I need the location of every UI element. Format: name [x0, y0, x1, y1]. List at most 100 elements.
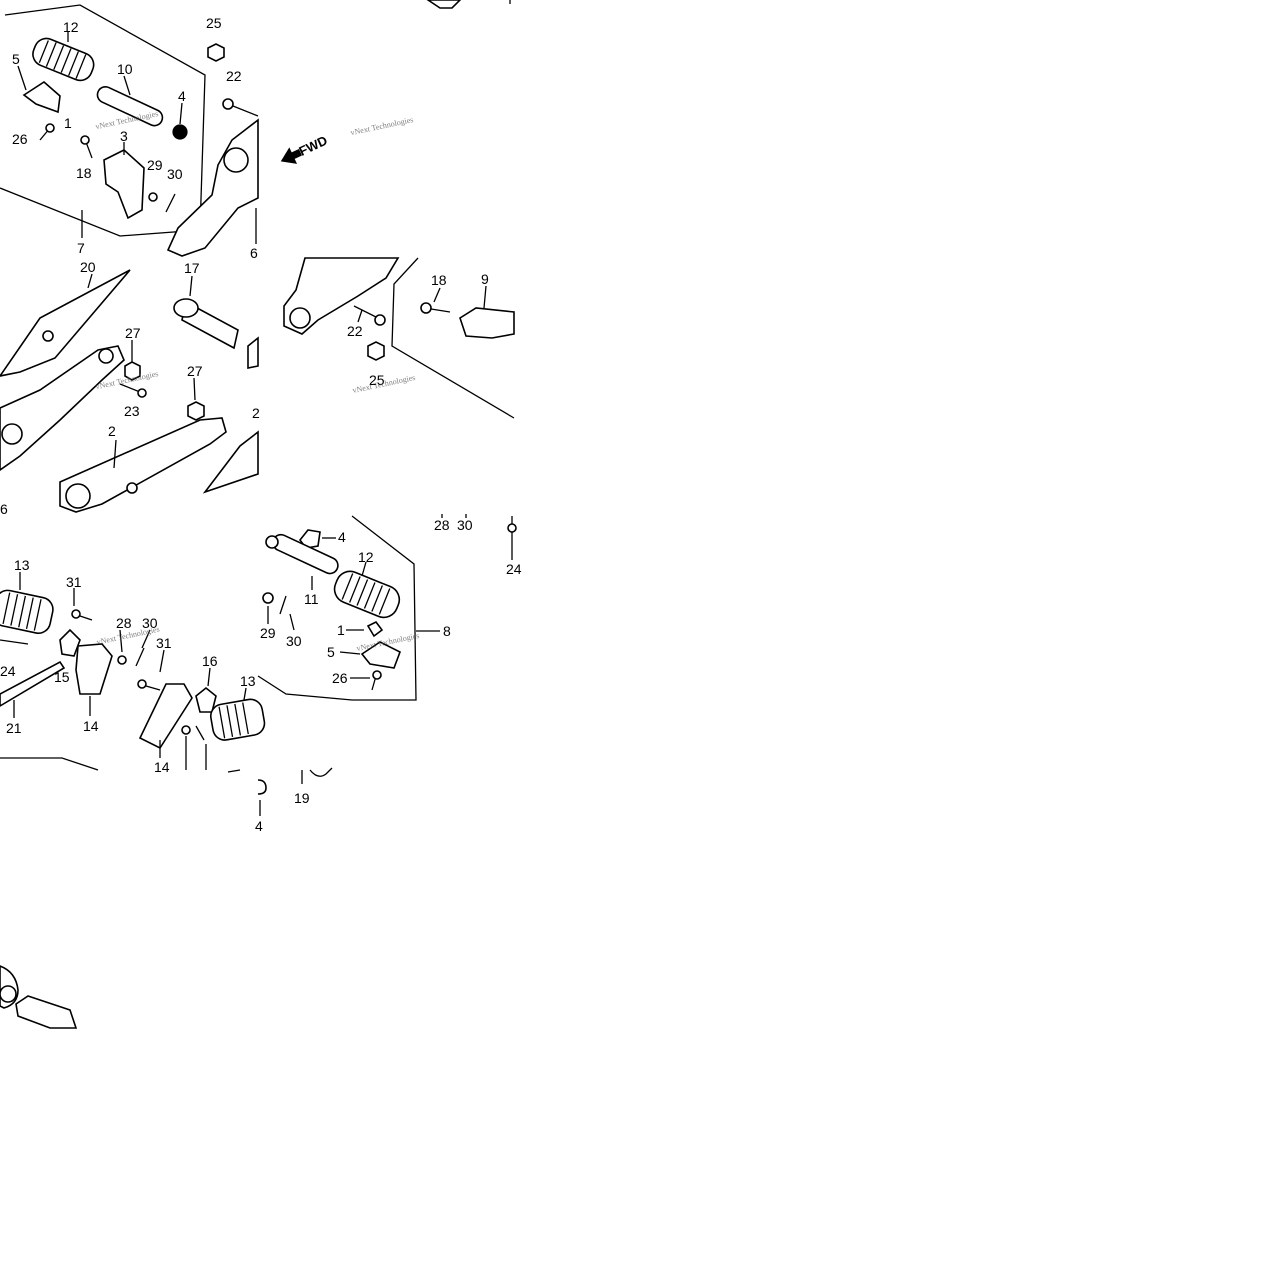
- spring-4: [172, 124, 188, 140]
- nut-25: [207, 43, 225, 62]
- tile-lower-strip: 19 4: [227, 767, 333, 834]
- tile-top-left: 12 25 5 10 22 4 1 26 3 29 18 30 7 6 vNex…: [0, 4, 259, 261]
- tile-center: 18 9 22 25 vNext Technologies: [283, 257, 515, 419]
- label-10: 10: [117, 61, 133, 77]
- cotter-pin-30c: [279, 595, 287, 615]
- label-18: 18: [76, 165, 92, 181]
- pin-10: [96, 85, 164, 127]
- bolt-22: [222, 98, 259, 117]
- washer-29: [148, 192, 158, 202]
- pin-fragment: [15, 995, 78, 1029]
- label-29: 29: [147, 157, 163, 173]
- label-30: 30: [142, 615, 158, 631]
- label-8: 8: [443, 623, 451, 639]
- label-28: 28: [434, 517, 450, 533]
- label-14: 14: [83, 718, 99, 734]
- label-17: 17: [184, 260, 200, 276]
- label-30: 30: [286, 633, 302, 649]
- tile-bottom-fragment: [0, 965, 78, 1029]
- label-2: 2: [108, 423, 116, 439]
- assembly-outline-9: [391, 257, 515, 419]
- label-31: 31: [156, 635, 172, 651]
- label-26: 26: [332, 670, 348, 686]
- holder-14b: [138, 683, 193, 750]
- cotter-pin-30: [165, 193, 176, 213]
- assembly-outline-8: [257, 515, 417, 701]
- label-22: 22: [226, 68, 242, 84]
- shaft-17: [173, 298, 239, 350]
- holder-14: [75, 643, 113, 695]
- label-24: 24: [506, 561, 522, 577]
- footpeg-rubber-13: [0, 589, 54, 634]
- label-27: 27: [125, 325, 141, 341]
- plate-21: [0, 660, 66, 707]
- bracket-6: [166, 118, 259, 257]
- bolt-26b: [371, 670, 382, 691]
- forward-arrow-icon: [280, 147, 302, 164]
- label-9: 9: [481, 271, 489, 287]
- cotter-pin-30b: [135, 647, 145, 667]
- label-20: 20: [80, 259, 96, 275]
- fragment-top: [426, 0, 462, 9]
- bolt-24: [0, 639, 29, 645]
- tile-top-middle: FWD vNext Technologies: [280, 0, 511, 164]
- washer-28: [117, 655, 127, 665]
- tile-bottom-middle: 4 28 30 24 12 11 29 30 1 8 5 26 vNext Te…: [257, 514, 522, 701]
- label-13: 13: [240, 673, 256, 689]
- plate-20: [0, 269, 131, 377]
- label-4: 4: [255, 818, 263, 834]
- assembly-outline-7: [0, 4, 206, 237]
- bracket-6-lower: [0, 345, 125, 471]
- label-1: 1: [64, 115, 72, 131]
- label-6: 6: [250, 245, 258, 261]
- label-16: 16: [202, 653, 218, 669]
- bolt-26: [39, 123, 55, 141]
- label-27: 27: [187, 363, 203, 379]
- label-4: 4: [338, 529, 346, 545]
- bolt-18: [80, 135, 93, 159]
- bracket-fragment: [283, 257, 400, 335]
- nut-27b: [187, 401, 205, 421]
- collar-16: [195, 686, 217, 713]
- arm-2: [59, 417, 227, 513]
- holder-9: [459, 307, 515, 339]
- bolt-23: [119, 383, 147, 398]
- tile-bottom-left: 13 31 28 30 31 24 15 16 13 21 14 14 vNex…: [0, 557, 266, 775]
- fwd-indicator: FWD: [280, 133, 330, 164]
- label-29: 29: [260, 625, 276, 641]
- plate-21-fragment: [202, 430, 259, 494]
- footpeg-rubber-13b: [209, 698, 266, 741]
- bolt-31: [71, 609, 93, 621]
- label-13: 13: [14, 557, 30, 573]
- footpeg-rubber-12b: [333, 570, 401, 619]
- label-11: 11: [304, 591, 319, 607]
- label-24: 24: [0, 663, 16, 679]
- label-26: 26: [12, 131, 28, 147]
- label-25: 25: [369, 372, 385, 388]
- label-12: 12: [358, 549, 374, 565]
- label-5: 5: [327, 644, 335, 660]
- label-15: 15: [54, 669, 70, 685]
- svg-text:FWD: FWD: [296, 133, 329, 159]
- washer-29b: [262, 592, 274, 604]
- label-3: 3: [120, 128, 128, 144]
- label-18: 18: [431, 272, 447, 288]
- footpeg-rubber-12: [32, 37, 95, 82]
- nut-25b: [367, 341, 385, 361]
- label-12: 12: [63, 19, 79, 35]
- label-14: 14: [154, 759, 170, 775]
- label-7: 7: [77, 240, 85, 256]
- label-4: 4: [178, 88, 186, 104]
- label-30: 30: [457, 517, 473, 533]
- bracket-5b: [360, 641, 402, 669]
- bolt-18b: [420, 302, 451, 314]
- bolt-31b: [137, 679, 161, 691]
- bolt-22b: [353, 305, 386, 326]
- holder-3: [103, 149, 145, 220]
- label-19: 19: [294, 790, 310, 806]
- collar-1: [366, 620, 384, 638]
- label-31: 31: [66, 574, 82, 590]
- label-22: 22: [347, 323, 363, 339]
- bracket-5: [22, 80, 61, 114]
